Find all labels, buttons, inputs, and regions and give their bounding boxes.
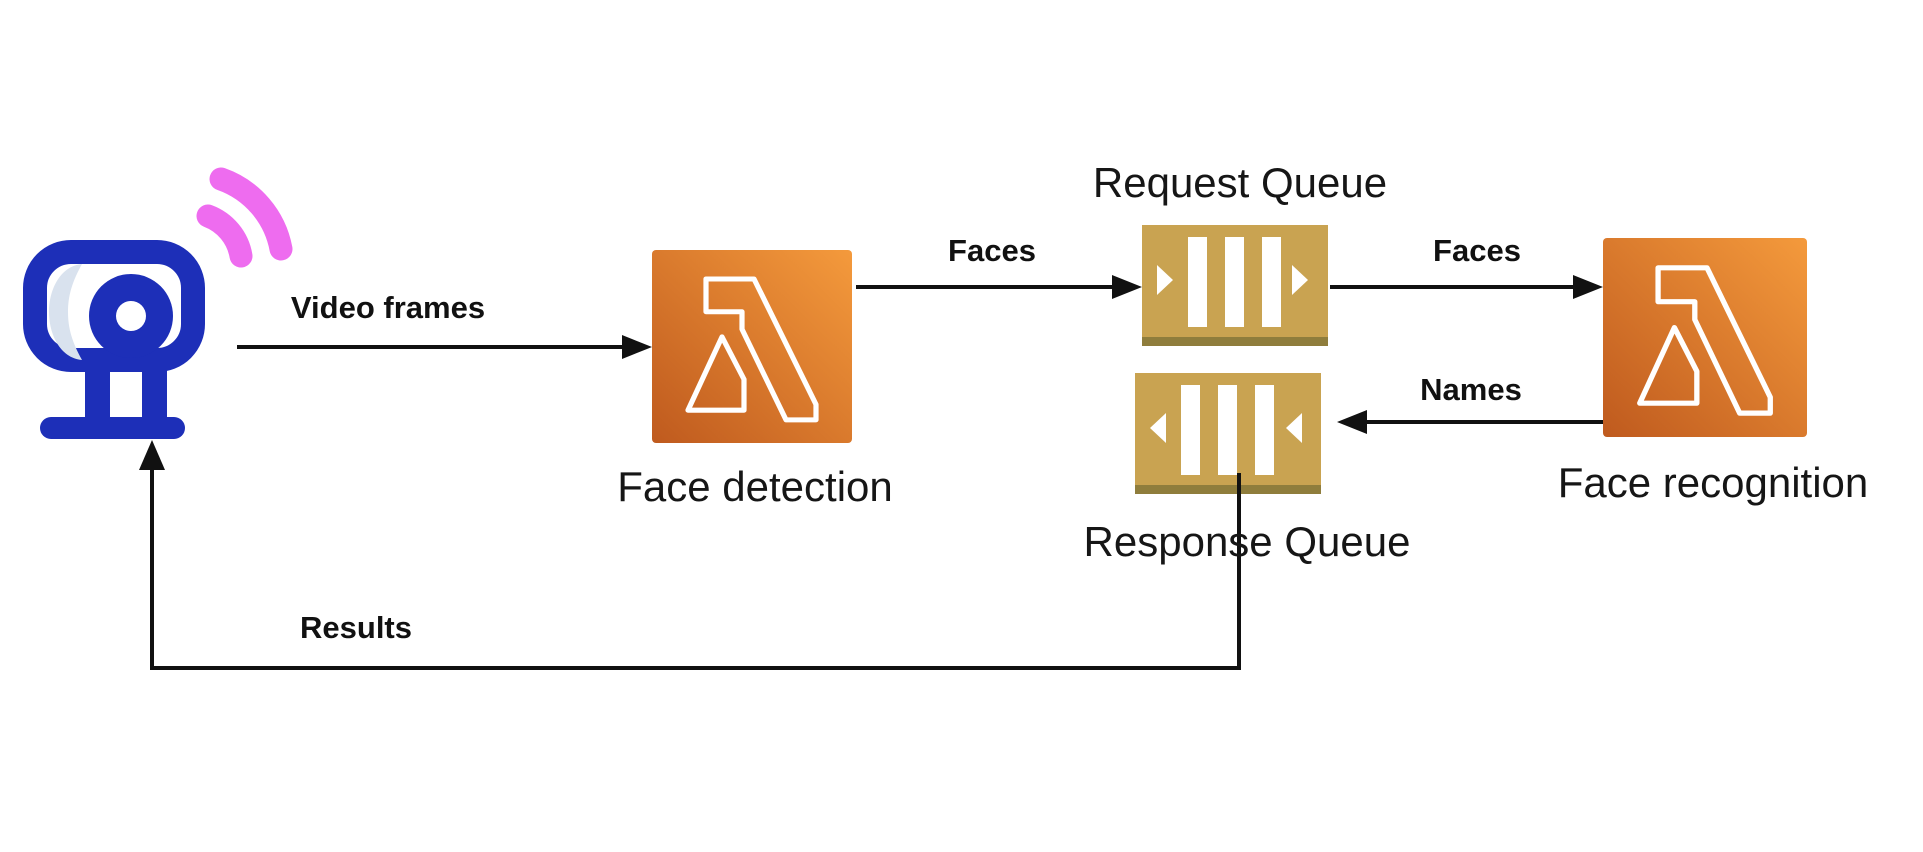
face-detection-icon (652, 250, 852, 443)
left-arrow-glyph (1150, 413, 1166, 443)
results-label: Results (300, 610, 412, 645)
webcam-icon (23, 167, 293, 439)
faces-request-label: Faces (948, 233, 1036, 268)
response-queue-label: Response Queue (1083, 518, 1411, 565)
wifi-signal-icon (196, 167, 293, 268)
response-queue-icon (1135, 373, 1321, 494)
video-frames-arrow (237, 335, 652, 359)
face-detection-label: Face detection (617, 463, 893, 510)
face-recognition-label: Face recognition (1557, 459, 1869, 506)
lambda-glyph (685, 276, 819, 423)
video-frames-label: Video frames (290, 290, 486, 325)
results-arrow (139, 440, 1241, 670)
lambda-glyph (1637, 265, 1773, 416)
request-queue-icon (1142, 225, 1328, 346)
request-queue-label: Request Queue (1092, 159, 1388, 206)
right-arrow-glyph (1292, 265, 1308, 295)
faces-request-arrow (856, 275, 1142, 299)
names-label: Names (1420, 372, 1522, 407)
webcam-base (40, 417, 185, 439)
faces-recognition-label: Faces (1433, 233, 1521, 268)
webcam-shade (49, 264, 82, 360)
right-arrow-glyph (1157, 265, 1173, 295)
names-arrow (1337, 410, 1603, 434)
face-recognition-icon (1603, 238, 1807, 437)
faces-recognition-arrow (1330, 275, 1603, 299)
left-arrow-glyph (1286, 413, 1302, 443)
